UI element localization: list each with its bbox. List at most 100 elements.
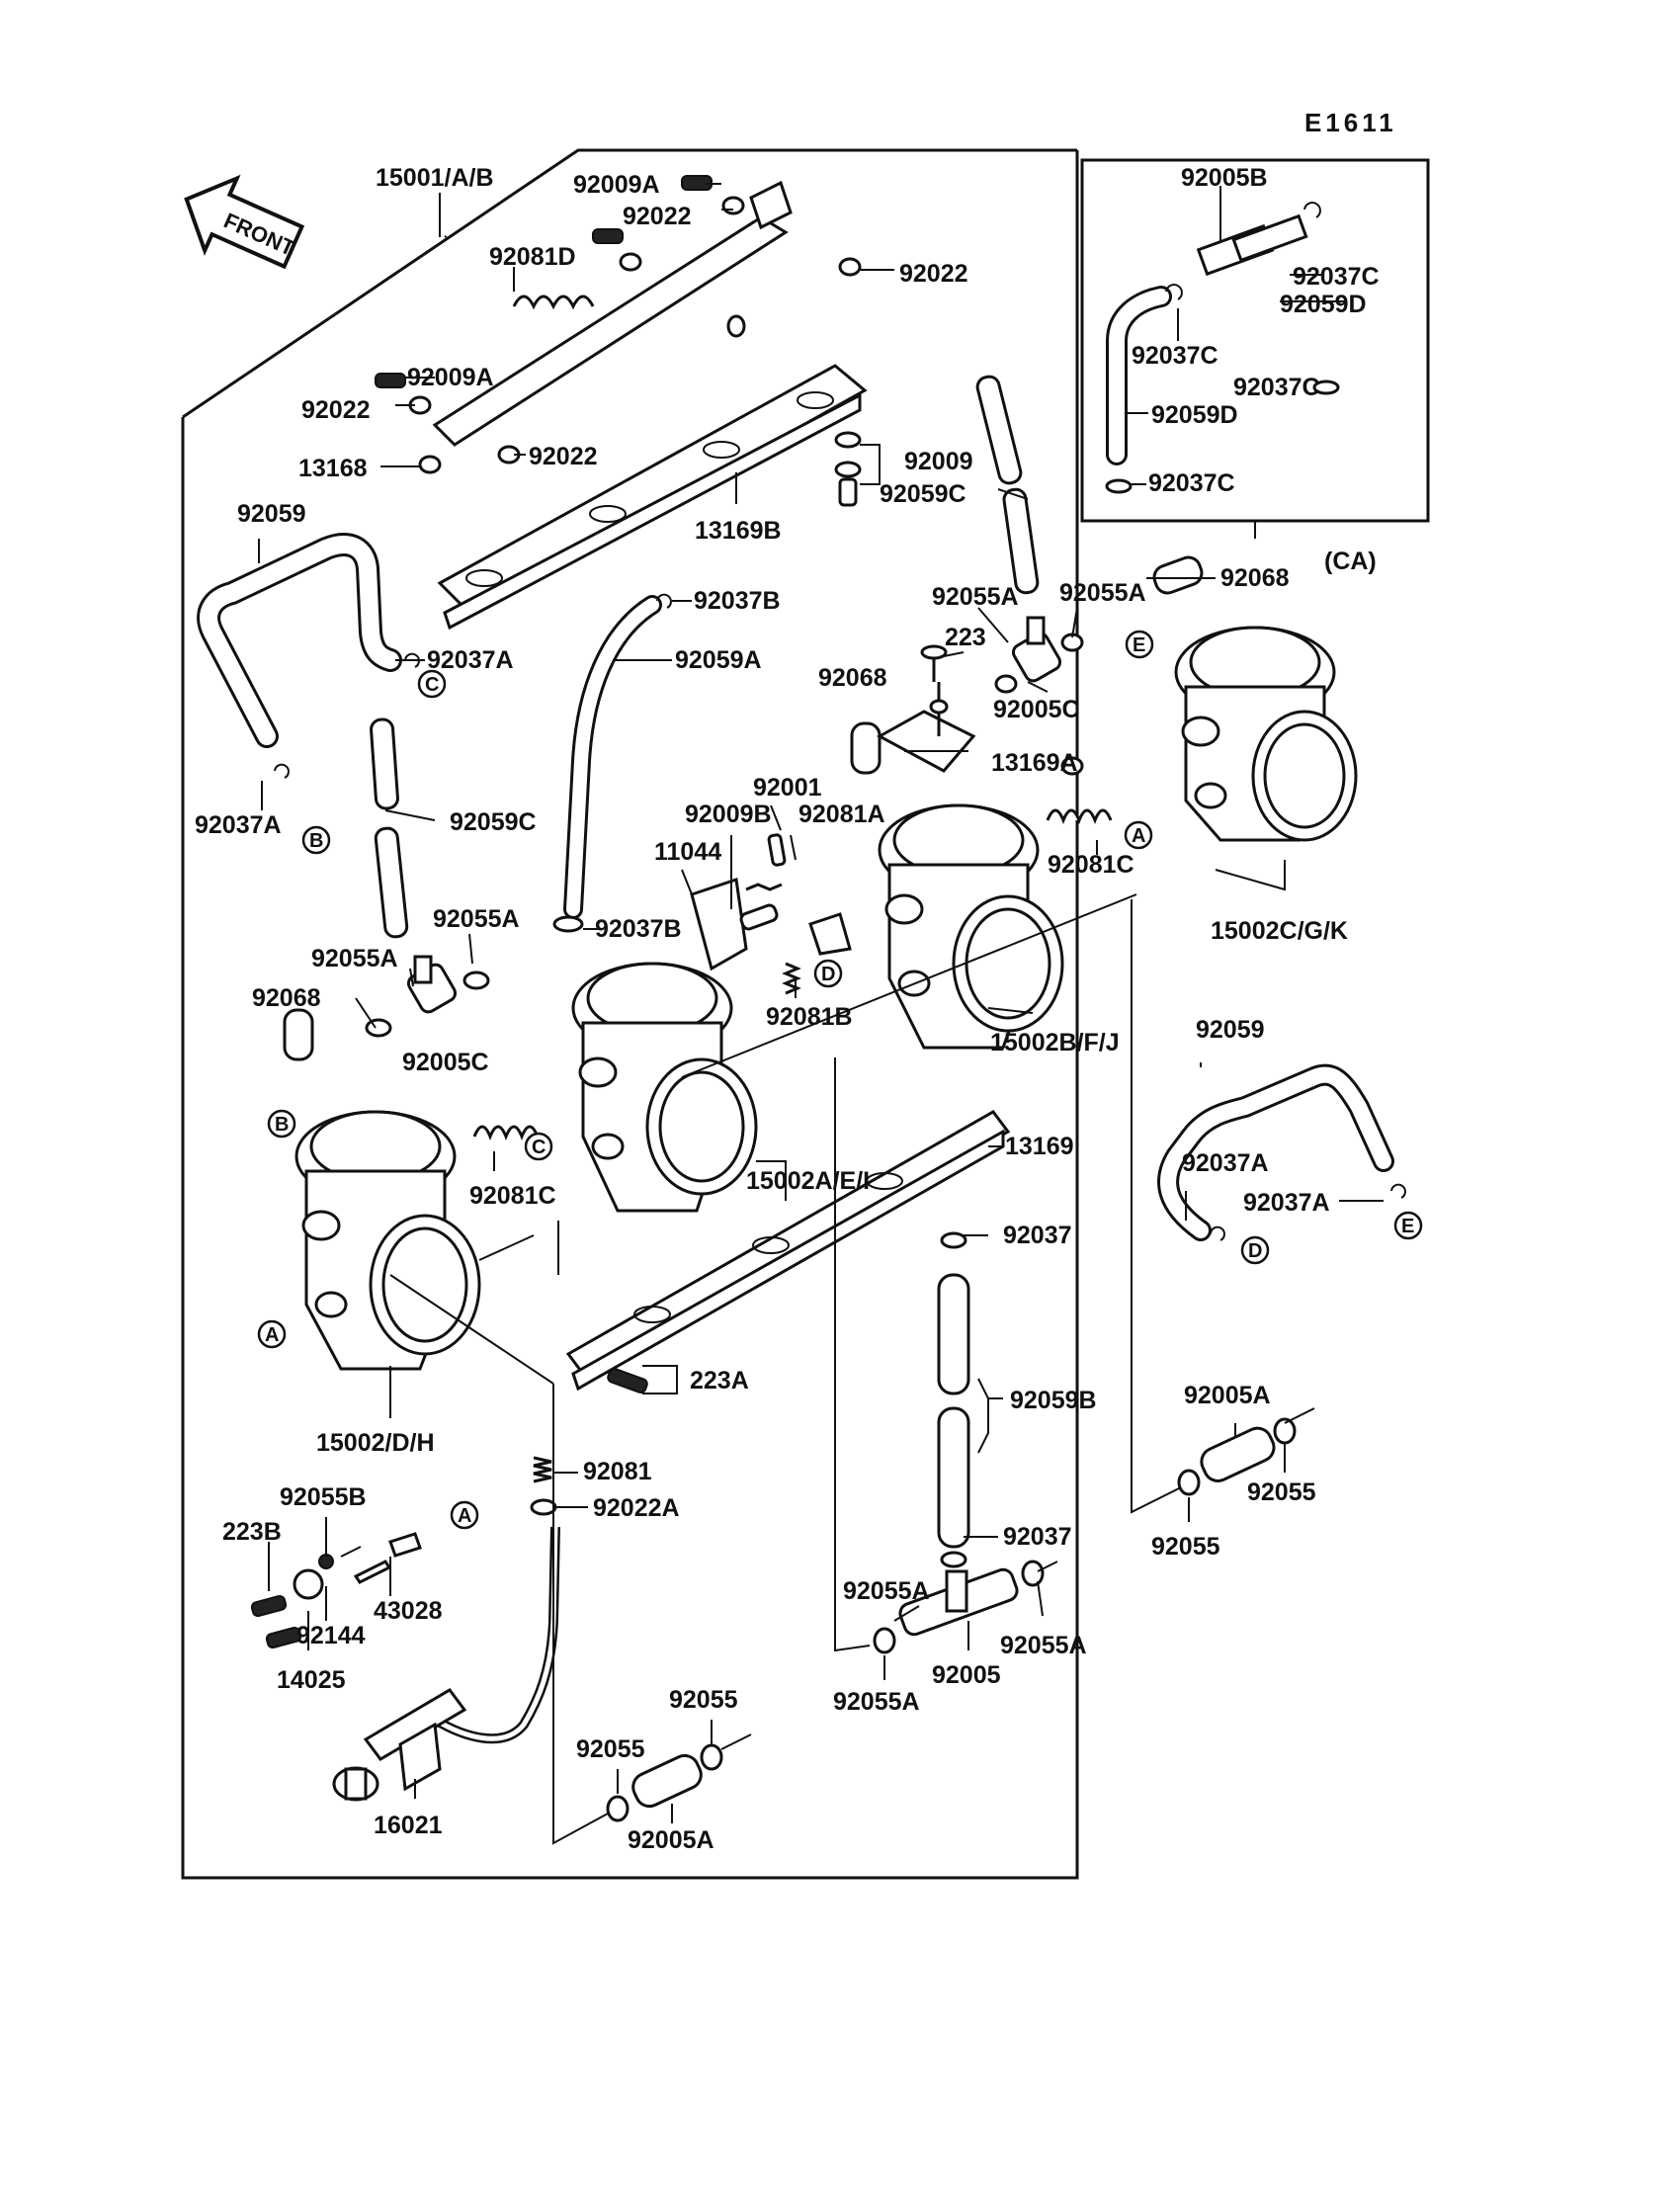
leader-lines (258, 183, 1384, 1845)
svg-text:B: B (275, 1114, 289, 1136)
part-label: 13169 (1005, 1133, 1074, 1160)
part-label: 92022 (301, 396, 371, 424)
part-label: 92068 (818, 664, 887, 692)
part-label: 223A (690, 1367, 749, 1394)
carburetor-3 (878, 803, 1064, 1050)
part-label: 92059D (1151, 401, 1238, 429)
part-label: 15002C/G/K (1211, 917, 1348, 945)
part-label: 92037B (694, 587, 781, 615)
part-label: 92037A (1243, 1189, 1330, 1217)
part-label: 92037C (1233, 374, 1320, 401)
part-label: 223 (945, 624, 986, 651)
part-label: 92081A (798, 801, 885, 828)
part-label: 92081C (469, 1182, 556, 1210)
part-labels: 15001/A/B 92009A 92022 92022 92081D 9200… (195, 164, 1380, 1854)
ref-marker: B (301, 825, 331, 855)
svg-text:B: B (309, 830, 323, 852)
ref-marker: D (813, 959, 843, 988)
front-arrow-icon: FRONT (184, 174, 305, 270)
hose-92059c-left (370, 718, 409, 939)
vent-hose-92059-right (1157, 1063, 1394, 1241)
svg-text:C: C (425, 674, 439, 696)
part-label: 92059D (1280, 291, 1367, 318)
part-label: 92005C (993, 696, 1080, 723)
part-label: 13169B (695, 517, 782, 545)
part-label: 92081D (489, 243, 576, 271)
small-fittings (250, 431, 1406, 1822)
part-label: 92009A (407, 364, 494, 391)
part-label: 92037C (1293, 263, 1380, 291)
ref-marker: A (450, 1500, 479, 1530)
throttle-linkage-bracket (375, 175, 862, 474)
part-label: 92055 (1247, 1479, 1316, 1506)
svg-text:A: A (265, 1324, 279, 1346)
part-label: 13169A (991, 749, 1078, 777)
vent-hose-92059-left (197, 533, 402, 748)
part-label: 92055A (311, 945, 398, 972)
diagram-code: E1611 (1304, 108, 1397, 137)
part-label: 92144 (296, 1622, 366, 1649)
part-label: 92059 (237, 500, 306, 528)
ref-marker: D (1240, 1235, 1270, 1265)
part-label: 92055 (1151, 1533, 1220, 1561)
part-label: 15001/A/B (376, 164, 494, 192)
part-label: 92037 (1003, 1523, 1072, 1551)
part-label: 92022 (899, 260, 968, 288)
part-label: 92037C (1148, 469, 1235, 497)
part-label: 92081 (583, 1458, 652, 1485)
ref-marker: A (1124, 820, 1153, 850)
part-label: 92009A (573, 171, 660, 199)
carburetor-4 (1174, 626, 1358, 842)
hose-92059c-right (975, 375, 1040, 595)
svg-text:D: D (1248, 1240, 1262, 1262)
part-label: 92001 (753, 774, 822, 802)
ref-marker: C (524, 1132, 553, 1161)
part-label: 92059B (1010, 1387, 1097, 1414)
ref-marker: C (417, 669, 447, 699)
part-label: 92055A (1000, 1632, 1087, 1659)
part-label: 92022 (623, 203, 692, 230)
part-label: 92055 (576, 1735, 645, 1763)
ref-marker: E (1393, 1211, 1423, 1240)
part-label: 92068 (252, 984, 321, 1012)
ref-marker: A (257, 1319, 287, 1349)
part-label: 92055A (932, 583, 1019, 611)
part-label: 92005A (1184, 1382, 1271, 1409)
part-label: 92037A (195, 811, 282, 839)
part-label: 92055B (280, 1483, 367, 1511)
vent-hose-92059a (563, 595, 662, 919)
part-label: 92009B (685, 801, 772, 828)
mounting-plate-13169b (437, 364, 868, 631)
ref-marker: B (267, 1109, 296, 1139)
svg-text:E: E (1133, 634, 1145, 656)
part-label: 15002A/E/I (746, 1167, 870, 1195)
caps-92068 (283, 555, 1204, 1061)
svg-text:C: C (532, 1137, 546, 1158)
svg-text:E: E (1401, 1216, 1414, 1237)
inset-ca-frame: (CA) (1080, 158, 1430, 575)
part-label: 15002/D/H (316, 1429, 435, 1457)
part-label: 92022 (529, 443, 598, 470)
part-label: 92005C (402, 1049, 489, 1076)
part-label: 92068 (1220, 564, 1290, 592)
part-label: 92059C (450, 808, 537, 836)
hose-92059b (937, 1273, 970, 1549)
part-label: 92037A (1182, 1149, 1269, 1177)
reference-markers: C B E A D C B A D E A (257, 630, 1423, 1530)
ref-marker: E (1125, 630, 1154, 659)
part-label: 92022A (593, 1494, 680, 1522)
part-label: 92059C (880, 480, 966, 508)
part-label: 92037A (427, 646, 514, 674)
part-label: 92055 (669, 1686, 738, 1714)
inset-label: (CA) (1324, 548, 1377, 575)
part-label: 92059 (1196, 1016, 1265, 1044)
svg-text:D: D (821, 964, 835, 985)
part-label: 92081B (766, 1003, 853, 1031)
part-label: 13168 (298, 455, 368, 482)
part-label: 15002B/F/J (990, 1029, 1120, 1056)
part-label: 14025 (277, 1666, 346, 1694)
part-label: 92005A (628, 1826, 714, 1854)
svg-text:A: A (1132, 825, 1145, 847)
part-label: 11044 (654, 838, 721, 866)
part-label: 92055A (833, 1688, 920, 1716)
